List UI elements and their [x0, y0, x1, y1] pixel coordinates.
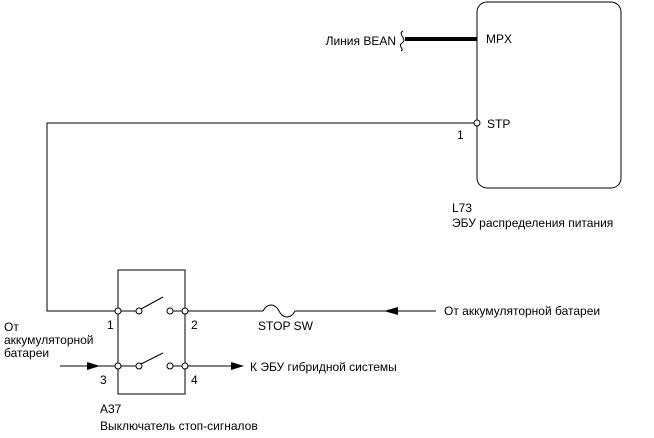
- hybrid-ecu-arrow-icon: [231, 362, 244, 370]
- switch-contact-lower-right: [166, 362, 174, 370]
- ecu-pin-stp-number: 1: [457, 128, 464, 142]
- ecu-code: L73: [452, 201, 472, 215]
- stp-wire: [46, 122, 475, 312]
- switch-terminal-4: [181, 362, 189, 370]
- from-battery-left-line-1: От: [4, 320, 19, 334]
- from-battery-right-label: От аккумуляторной батареи: [444, 304, 600, 318]
- switch-upper-blade: [140, 296, 164, 310]
- switch-contact-lower-left: [135, 362, 143, 370]
- switch-name: Выключатель стоп-сигналов: [100, 419, 258, 433]
- to-hybrid-ecu-label: К ЭБУ гибридной системы: [250, 360, 397, 374]
- from-battery-left-line-3: батареи: [4, 346, 49, 360]
- switch-pin-4-label: 4: [191, 373, 198, 387]
- ecu-stp-terminal: [473, 119, 481, 127]
- switch-pin-1-label: 1: [107, 318, 114, 332]
- ecu-name: ЭБУ распределения питания: [452, 216, 613, 230]
- switch-terminal-1: [114, 307, 122, 315]
- ecu-pin-stp-label: STP: [487, 117, 510, 131]
- ecu-box: [476, 1, 622, 189]
- from-battery-left-line-2: аккумуляторной: [4, 333, 94, 347]
- battery-right-arrow-icon: [384, 307, 398, 315]
- switch-code: A37: [100, 402, 122, 416]
- switch-terminal-3: [114, 362, 122, 370]
- switch-contact-upper-right: [166, 307, 174, 315]
- switch-pin-3-label: 3: [100, 373, 107, 387]
- fuse-label: STOP SW: [258, 319, 314, 333]
- switch-box: [117, 269, 186, 395]
- fuse-icon: [262, 304, 296, 318]
- battery-left-arrow-icon: [87, 362, 100, 370]
- bean-line-break-icon: [399, 30, 405, 52]
- ecu-pin-mpx-label: MPX: [486, 32, 512, 46]
- switch-contact-upper-left: [135, 307, 143, 315]
- switch-lower-blade: [140, 352, 164, 365]
- bean-line-label: Линия BEAN: [326, 34, 396, 48]
- switch-pin-2-label: 2: [191, 318, 198, 332]
- switch-terminal-2: [181, 307, 189, 315]
